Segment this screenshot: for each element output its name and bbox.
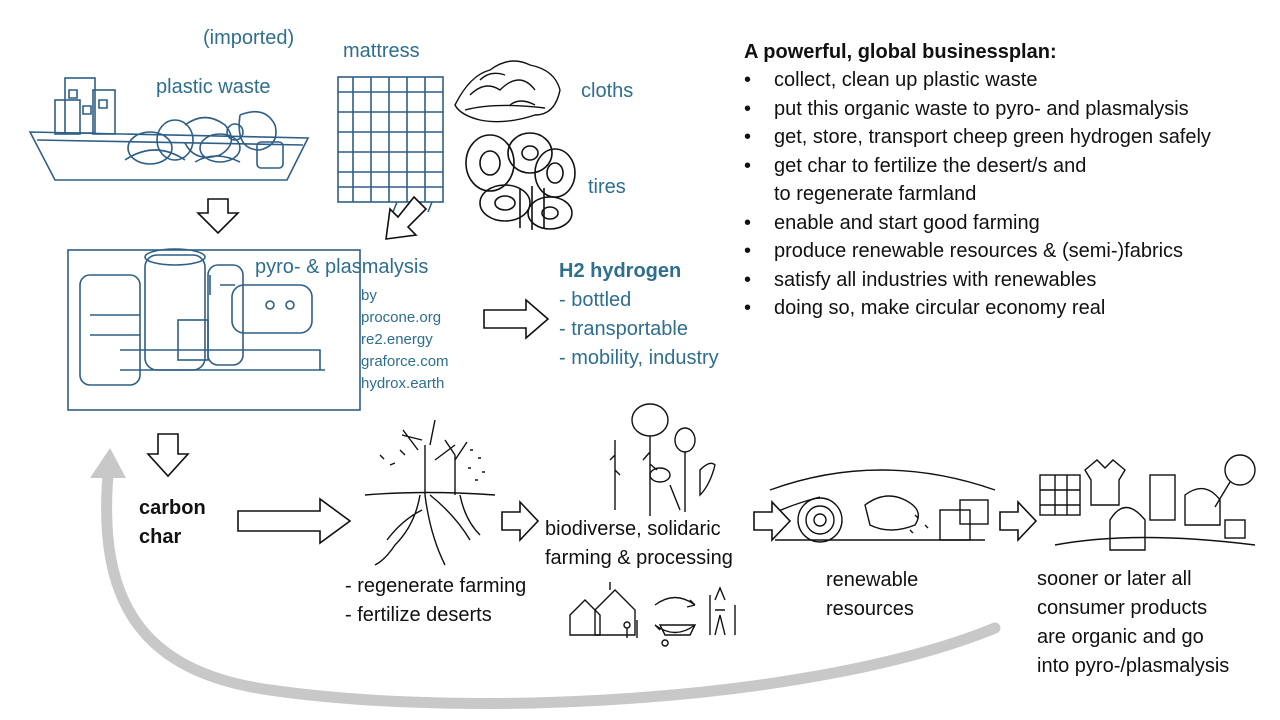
provider-re2: re2.energy xyxy=(361,331,433,348)
consumer-line4: into pyro-/plasmalysis xyxy=(1037,655,1230,677)
char-line: char xyxy=(139,526,182,548)
hydrogen-block: H2 hydrogen - bottled - transportable - … xyxy=(559,257,719,373)
renewable-line2: resources xyxy=(826,598,914,620)
plan-item-continued: to regenerate farmland xyxy=(774,183,977,205)
renewable-resources-label: renewable resources xyxy=(826,566,918,624)
mattress-label: mattress xyxy=(343,40,420,62)
plan-item: satisfy all industries with renewables xyxy=(744,266,1211,295)
goal-fertilize-deserts: - fertilize deserts xyxy=(345,604,492,626)
carbon-line: carbon xyxy=(139,497,206,519)
carbon-char-label: carbon char xyxy=(139,494,206,552)
arrow-diagonal-mattress xyxy=(385,195,428,240)
arrow-down-ship xyxy=(196,198,240,235)
imported-label: (imported) xyxy=(203,27,295,49)
consumer-products-sketch xyxy=(1039,454,1256,551)
cloths-label: cloths xyxy=(581,80,634,102)
biodiverse-line2: farming & processing xyxy=(545,547,733,569)
tires-label: tires xyxy=(588,176,626,198)
arrow-right-desert xyxy=(237,497,352,545)
renewable-resources-sketch xyxy=(769,469,996,543)
plasmalysis-plant-sketch xyxy=(67,248,361,411)
renewable-line1: renewable xyxy=(826,569,919,591)
consumer-products-label: sooner or later all consumer products ar… xyxy=(1037,565,1229,681)
arrow-down-carbon xyxy=(146,433,190,478)
process-title: pyro- & plasmalysis xyxy=(255,256,429,278)
goal-regenerate-farming: - regenerate farming xyxy=(345,575,527,597)
plan-item: doing so, make circular economy real xyxy=(744,294,1211,323)
plan-item: collect, clean up plastic waste xyxy=(744,66,1211,95)
business-plan-title: A powerful, global businessplan: xyxy=(744,41,1057,63)
arrow-right-hydrogen xyxy=(483,298,550,340)
plan-item: enable and start good farming xyxy=(744,209,1211,238)
process-by-label: by xyxy=(361,287,377,304)
hydrogen-item-transportable: - transportable xyxy=(559,318,688,340)
mattress-sketch xyxy=(337,76,444,213)
business-plan-list: collect, clean up plastic waste put this… xyxy=(744,66,1211,323)
consumer-line1: sooner or later all xyxy=(1037,568,1192,590)
provider-procone: procone.org xyxy=(361,309,442,326)
hydrogen-title: H2 hydrogen xyxy=(559,260,682,282)
farming-goals: - regenerate farming - fertilize deserts xyxy=(345,572,526,630)
hydrogen-item-bottled: - bottled xyxy=(559,289,632,311)
plan-item: get, store, transport cheep green hydrog… xyxy=(744,123,1211,152)
farming-sketch xyxy=(609,403,716,516)
village-sketch xyxy=(569,582,736,647)
hydrogen-item-mobility: - mobility, industry xyxy=(559,347,719,369)
consumer-line3: are organic and go xyxy=(1037,626,1204,648)
business-plan: A powerful, global businessplan: collect… xyxy=(744,38,1211,323)
provider-hydrox: hydrox.earth xyxy=(361,375,445,392)
arrow-right-renewable xyxy=(753,499,792,543)
desert-regeneration-sketch xyxy=(364,419,496,566)
tires-sketch xyxy=(465,132,576,230)
process-providers: by procone.org re2.energy graforce.com h… xyxy=(361,285,449,395)
consumer-line2: consumer products xyxy=(1037,597,1208,619)
plastic-waste-label: plastic waste xyxy=(156,76,271,98)
plan-item: produce renewable resources & (semi-)fab… xyxy=(744,237,1211,266)
arrow-right-farming xyxy=(501,499,540,543)
biodiverse-line1: biodiverse, solidaric xyxy=(545,518,721,540)
cloths-sketch xyxy=(454,60,561,123)
arrow-right-consumer xyxy=(999,499,1038,543)
ship-plastic-waste-sketch xyxy=(28,77,310,181)
provider-graforce: graforce.com xyxy=(361,353,449,370)
biodiverse-label: biodiverse, solidaric farming & processi… xyxy=(545,515,733,573)
plan-item: put this organic waste to pyro- and plas… xyxy=(744,95,1211,124)
plan-item: get char to fertilize the desert/s and xyxy=(744,152,1211,181)
